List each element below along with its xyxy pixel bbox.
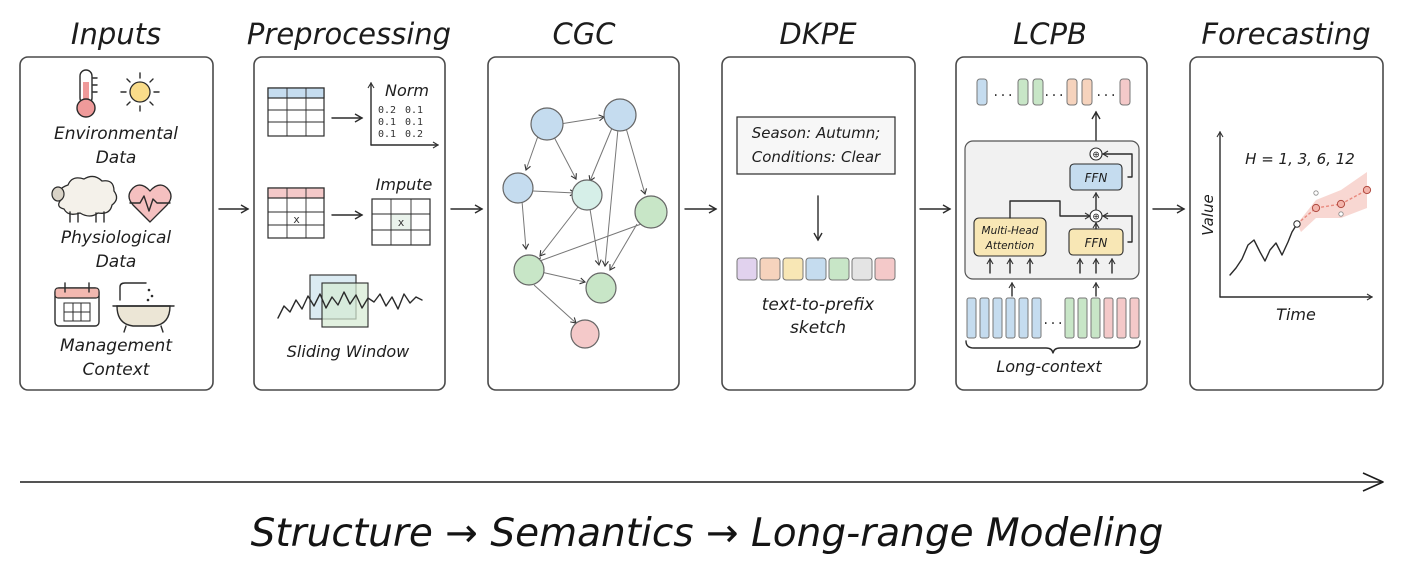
mha-label-line2: Attention <box>985 240 1035 252</box>
output-ellipsis-3: ... <box>1095 85 1117 99</box>
context-ellipsis: ... <box>1042 313 1064 327</box>
norm-value-r1c1: 0.2 <box>378 105 396 116</box>
environmental-data-label-line2: Data <box>96 148 137 168</box>
transformer-block <box>964 140 1140 280</box>
management-context-label-line1: Management <box>60 336 173 356</box>
prompt-conditions-text: Conditions: Clear <box>752 148 881 166</box>
environmental-data-label-line1: Environmental <box>54 124 178 144</box>
ffn-top-label: FFN <box>1085 171 1108 185</box>
ffn-block-top <box>1069 163 1123 191</box>
stage-title-dkpe: DKPE <box>779 17 857 51</box>
norm-value-r3c2: 0.2 <box>405 129 423 140</box>
stage-title-preprocessing: Preprocessing <box>247 17 451 51</box>
stage-title-inputs: Inputs <box>71 17 161 51</box>
attention-input-arrows <box>986 257 1116 274</box>
forecasting-panel <box>1189 56 1384 391</box>
stage-title-lcpb: LCPB <box>1013 17 1087 51</box>
text-to-prefix-label-line1: text-to-prefix <box>762 295 875 315</box>
norm-value-r2c1: 0.1 <box>378 117 396 128</box>
long-context-brace <box>965 340 1141 354</box>
sliding-window-label: Sliding Window <box>287 342 410 361</box>
prompt-season-text: Season: Autumn; <box>752 124 881 142</box>
impute-label: Impute <box>376 175 433 194</box>
residual-add-symbol-top: ⊕ <box>1093 148 1100 161</box>
context-to-block-arrows <box>1008 281 1100 297</box>
normalized-values-plot: Norm 0.2 0.1 0.1 0.1 0.1 0.2 <box>367 81 440 149</box>
imputed-table-icon: x <box>371 198 431 246</box>
domain-prompt-box <box>736 116 896 175</box>
progression-caption: Structure → Semantics → Long-range Model… <box>251 511 1164 556</box>
output-token-row <box>976 78 1131 106</box>
feeding-trough-icon <box>112 282 175 333</box>
mha-label-line1: Multi-Head <box>982 225 1039 237</box>
thermometer-icon <box>76 69 98 118</box>
history-series-line <box>1229 223 1298 276</box>
norm-label: Norm <box>385 81 429 100</box>
forecast-horizons-label: H = 1, 3, 6, 12 <box>1245 150 1355 168</box>
chart-x-axis-label: Time <box>1276 305 1316 324</box>
residual-add-symbol-bottom: ⊕ <box>1093 210 1100 223</box>
raw-table-icon <box>267 87 325 137</box>
cgc-panel <box>487 56 680 391</box>
stage-title-cgc: CGC <box>553 17 617 51</box>
causal-graph <box>502 98 668 349</box>
missing-table-icon: x <box>267 187 325 239</box>
long-context-token-row <box>966 297 1140 339</box>
progression-arrow-head <box>1362 472 1384 492</box>
heart-rate-icon <box>128 184 172 223</box>
prefix-token-row <box>736 257 896 281</box>
missing-value-mark: x <box>293 213 300 226</box>
management-context-label-line2: Context <box>83 360 151 380</box>
text-to-prefix-label-line2: sketch <box>790 318 846 338</box>
sliding-window-sketch <box>277 274 423 328</box>
forecast-chart <box>1216 130 1374 301</box>
chart-y-axis-label: Value <box>1199 194 1217 235</box>
forecast-uncertainty-band <box>1297 172 1367 232</box>
ffn-bottom-label: FFN <box>1085 236 1108 250</box>
long-context-label: Long-context <box>996 357 1102 376</box>
sheep-icon <box>51 175 118 223</box>
physiological-data-label-line1: Physiological <box>61 228 171 248</box>
output-ellipsis-1: ... <box>992 85 1014 99</box>
calendar-icon <box>54 282 100 327</box>
norm-value-r2c2: 0.1 <box>405 117 423 128</box>
lcpb-internal-connectors <box>1009 150 1133 243</box>
sun-icon <box>120 72 160 112</box>
output-ellipsis-2: ... <box>1043 85 1065 99</box>
imputed-value-mark: x <box>398 216 405 229</box>
physiological-data-label-line2: Data <box>96 252 137 272</box>
norm-value-r1c2: 0.1 <box>405 105 423 116</box>
stage-title-forecasting: Forecasting <box>1201 17 1370 51</box>
norm-value-r3c1: 0.1 <box>378 129 396 140</box>
